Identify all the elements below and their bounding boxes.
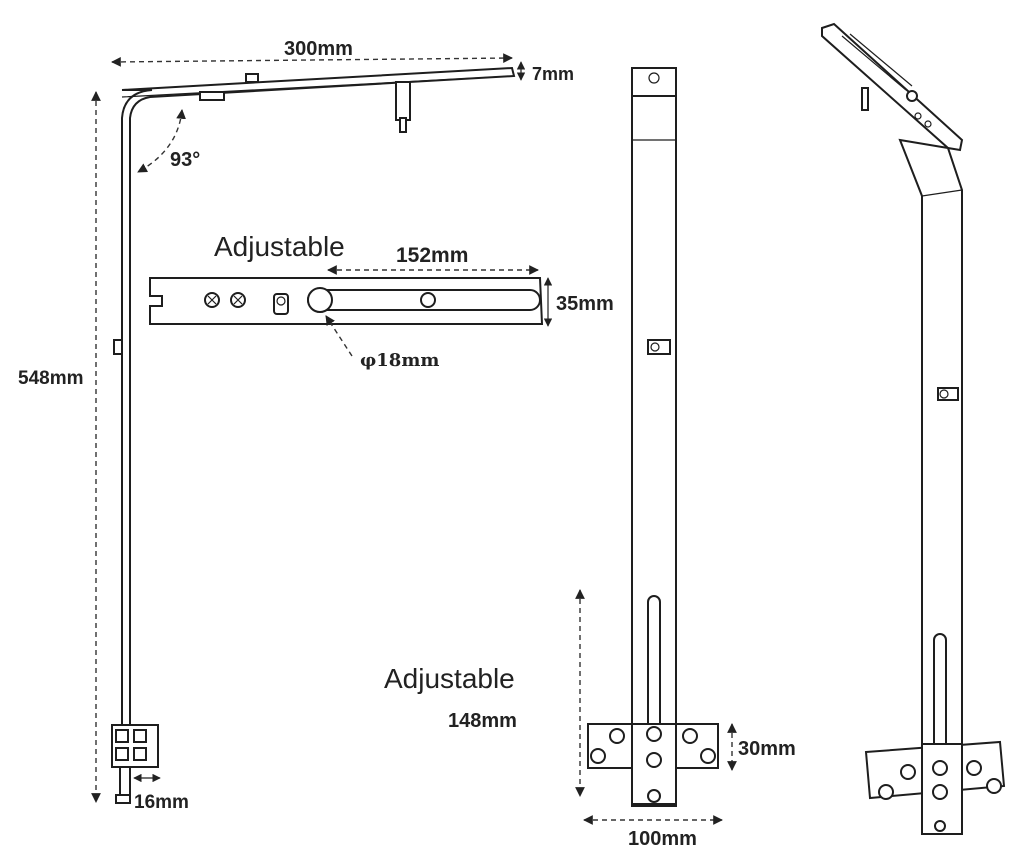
front-view-head-pin	[648, 72, 660, 84]
label-148mm: 148mm	[448, 710, 517, 732]
front-view-screw-7	[647, 789, 661, 803]
perspective-screw-6	[932, 784, 948, 800]
label-548mm: 548mm	[18, 368, 84, 389]
label-phi18mm: φ18mm	[360, 350, 439, 371]
label-152mm: 152mm	[396, 244, 468, 267]
side-view-rod-tip	[399, 117, 407, 133]
front-view-screw-1	[609, 728, 625, 744]
perspective-top-hole-2	[924, 120, 932, 128]
side-view-clamp-bolt-1	[115, 729, 129, 743]
perspective-top-knob	[906, 90, 918, 102]
label-adjustable-bottom: Adjustable	[384, 663, 515, 694]
perspective-top-arm	[821, 22, 964, 152]
perspective-screw-5	[932, 760, 948, 776]
front-view-screw-2	[590, 748, 606, 764]
label-100mm: 100mm	[628, 828, 697, 850]
plate-detail: Adjustable 152mm 35mm φ18mm	[149, 231, 614, 371]
perspective-clip-bolt	[939, 389, 949, 399]
perspective-view	[821, 22, 1006, 835]
side-view-clamp-bolt-3	[115, 747, 129, 761]
side-view-clamp-bolt-4	[133, 747, 147, 761]
side-view-foot-cap	[115, 794, 131, 804]
front-view: Adjustable 148mm 30mm 100mm	[384, 67, 796, 850]
side-view-knob	[245, 73, 259, 83]
side-view-bump	[113, 339, 123, 355]
dim-line-diameter	[325, 315, 353, 357]
front-view-screw-6	[646, 752, 662, 768]
perspective-post	[898, 138, 963, 781]
label-16mm: 16mm	[134, 792, 189, 813]
perspective-top-hole-1	[914, 112, 922, 120]
dim-line-300	[111, 53, 513, 67]
label-7mm: 7mm	[532, 64, 574, 84]
perspective-bend-line	[921, 189, 963, 197]
side-view: 300mm 7mm 93° 548mm 16mm	[18, 38, 574, 813]
plate-screw-1-cross	[207, 295, 217, 305]
plate-big-hole	[307, 287, 333, 313]
perspective-screw-1	[900, 764, 916, 780]
plate-screw-2-cross	[233, 295, 243, 305]
side-view-rod	[395, 81, 411, 121]
side-view-plate-block	[199, 91, 225, 101]
label-35mm: 35mm	[556, 293, 614, 315]
label-30mm: 30mm	[738, 738, 796, 760]
front-view-screw-5	[646, 726, 662, 742]
perspective-screw-7	[934, 820, 946, 832]
front-view-screw-4	[700, 748, 716, 764]
label-adjustable-top: Adjustable	[214, 231, 345, 262]
perspective-screw-4	[986, 778, 1002, 794]
perspective-screw-2	[878, 784, 894, 800]
side-view-clamp-bolt-2	[133, 729, 147, 743]
plate-slot-pin	[420, 292, 436, 308]
plate-small-slot-hole	[276, 296, 286, 306]
front-view-screw-3	[682, 728, 698, 744]
front-view-clip-bolt	[650, 342, 660, 352]
label-93deg: 93°	[170, 149, 200, 171]
label-300mm: 300mm	[284, 38, 353, 60]
perspective-screw-3	[966, 760, 982, 776]
side-view-arm	[121, 66, 516, 731]
angle-arc-93	[137, 109, 186, 173]
perspective-top-slot	[841, 33, 913, 91]
perspective-rod	[861, 87, 869, 111]
side-view-top-plate	[121, 67, 515, 98]
